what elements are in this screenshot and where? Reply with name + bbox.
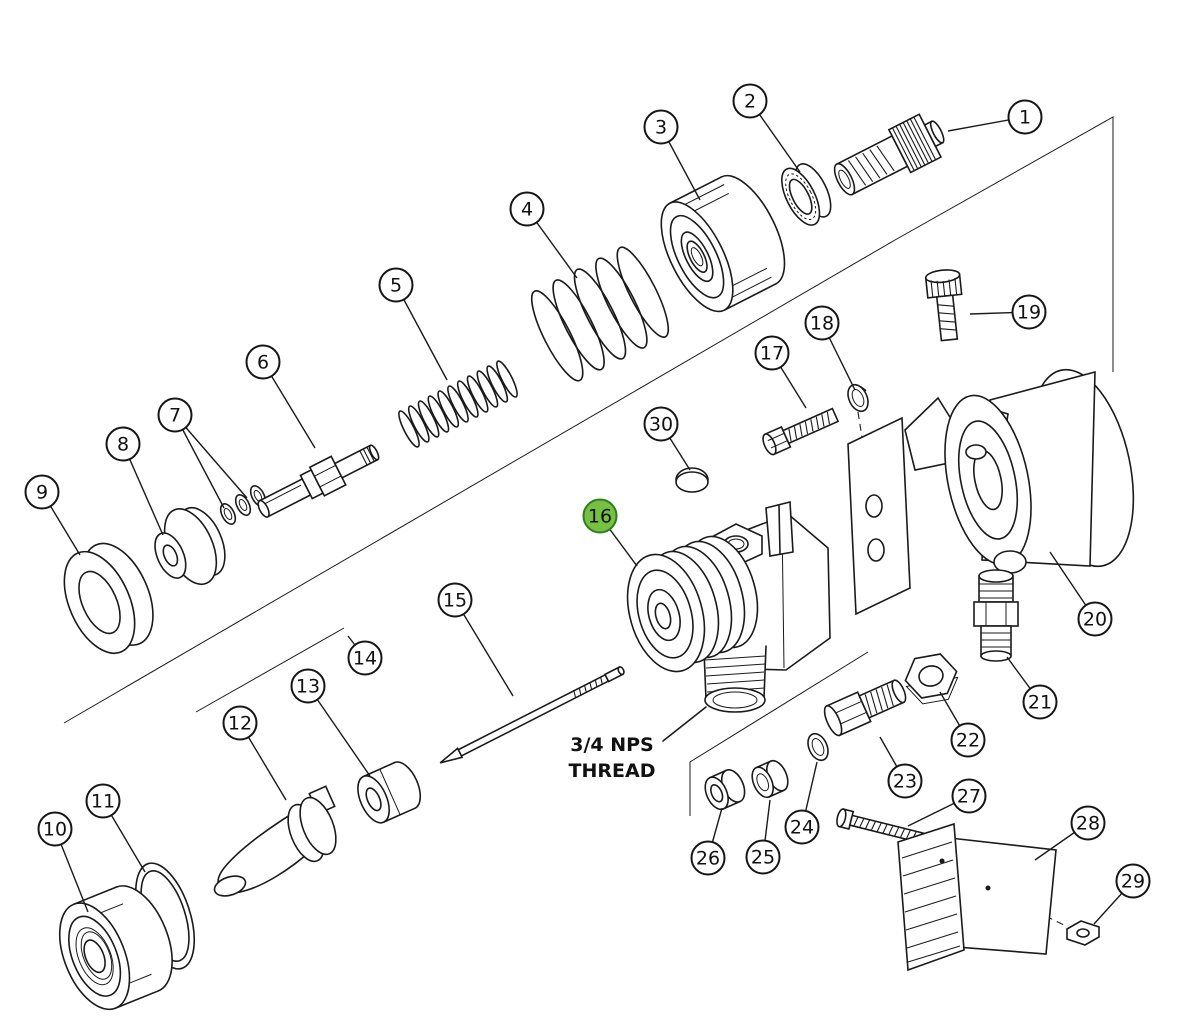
callout-23[interactable]: 23 — [887, 763, 923, 799]
callout-5[interactable]: 5 — [378, 267, 414, 303]
callout-14[interactable]: 14 — [347, 640, 383, 676]
part-2-drawing — [781, 163, 832, 226]
part-4-spring-drawing — [530, 246, 670, 382]
callout-12[interactable]: 12 — [222, 705, 258, 741]
callout-leader-7 — [174, 414, 248, 499]
part-26-nut-drawing — [704, 769, 746, 811]
callout-19[interactable]: 19 — [1011, 294, 1047, 330]
part-29-nut-drawing — [1066, 920, 1100, 946]
part-24-oring-drawing — [807, 732, 829, 762]
callout-17[interactable]: 17 — [754, 335, 790, 371]
callout-20[interactable]: 20 — [1077, 601, 1113, 637]
part-16-valve-body-drawing — [626, 500, 831, 713]
callout-28[interactable]: 28 — [1070, 805, 1106, 841]
callout-18[interactable]: 18 — [804, 305, 840, 341]
callout-leader-5 — [395, 284, 448, 381]
callout-7[interactable]: 7 — [157, 397, 193, 433]
callout-29[interactable]: 29 — [1115, 863, 1151, 899]
part-13-bushing-drawing — [357, 761, 422, 824]
callout-15[interactable]: 15 — [437, 582, 473, 618]
part-28-clamp-drawing — [897, 822, 1057, 972]
callout-10[interactable]: 10 — [37, 811, 73, 847]
callout-22[interactable]: 22 — [950, 722, 986, 758]
callout-25[interactable]: 25 — [745, 839, 781, 875]
thread-annotation-line2: THREAD — [568, 759, 656, 782]
callout-1[interactable]: 1 — [1007, 99, 1043, 135]
part-12-handle-drawing — [213, 785, 337, 897]
part-30-drawing — [675, 467, 709, 493]
callout-13[interactable]: 13 — [290, 668, 326, 704]
thread-annotation-line1: 3/4 NPS — [570, 734, 654, 756]
callout-2[interactable]: 2 — [732, 83, 768, 119]
callout-21[interactable]: 21 — [1022, 684, 1058, 720]
part-15-needle-drawing — [439, 666, 625, 764]
part-17-bolt-drawing — [762, 407, 840, 456]
callout-24[interactable]: 24 — [784, 809, 820, 845]
part-8-drawing — [154, 506, 226, 585]
callout-4[interactable]: 4 — [509, 191, 545, 227]
callout-9[interactable]: 9 — [24, 474, 60, 510]
callout-27[interactable]: 27 — [951, 778, 987, 814]
part-22-nut-drawing — [904, 653, 959, 705]
part-19-screw-drawing — [924, 269, 963, 342]
part-10-drawing — [58, 885, 173, 1011]
part-21-nipple-drawing — [973, 569, 1019, 662]
callout-6[interactable]: 6 — [245, 344, 281, 380]
callout-3[interactable]: 3 — [643, 109, 679, 145]
callout-leader-15 — [454, 599, 514, 697]
callout-leader-7 — [174, 414, 225, 509]
thread-annotation: 3/4 NPS THREAD — [556, 733, 668, 784]
part-20-drawing — [847, 368, 1135, 616]
part-6-drawing — [257, 444, 380, 518]
callout-leader-13 — [307, 685, 371, 777]
part-5-spring-drawing — [398, 360, 518, 448]
callout-8[interactable]: 8 — [105, 426, 141, 462]
part-3-drawing — [660, 174, 786, 313]
callout-16[interactable]: 16 — [582, 498, 618, 534]
part-1-drawing — [833, 113, 945, 196]
callout-30[interactable]: 30 — [643, 406, 679, 442]
part-23-fitting-drawing — [823, 679, 907, 737]
callout-11[interactable]: 11 — [85, 783, 121, 819]
part-9-drawing — [63, 542, 154, 655]
part-25-sleeve-drawing — [751, 759, 789, 799]
callout-26[interactable]: 26 — [690, 840, 726, 876]
